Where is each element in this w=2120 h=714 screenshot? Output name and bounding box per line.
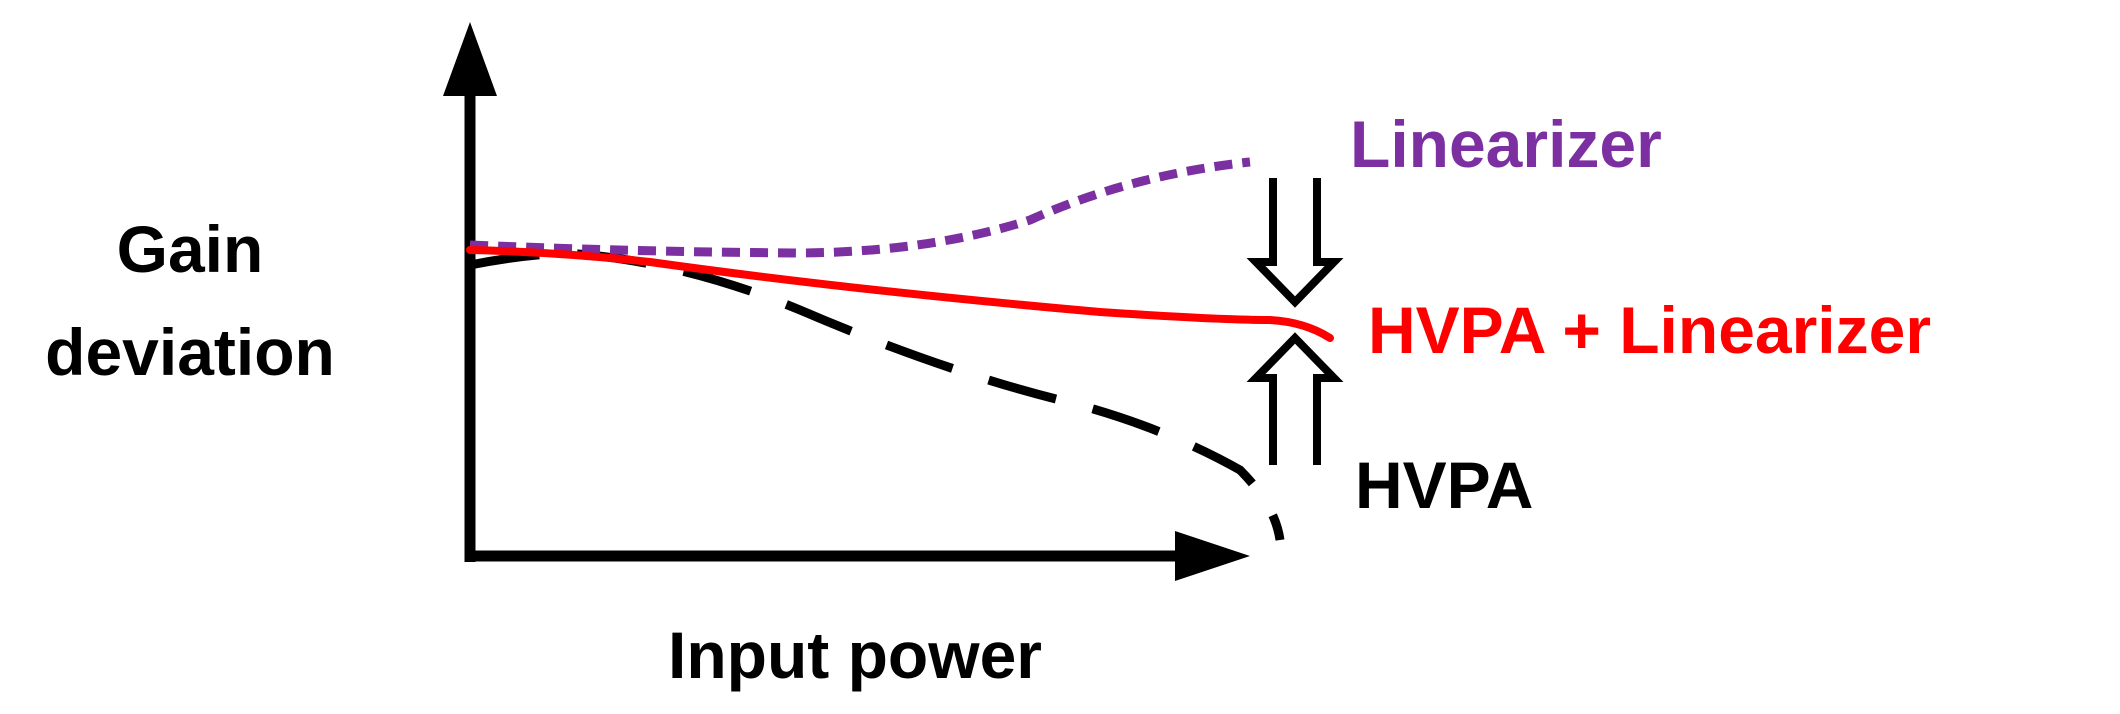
axes <box>443 22 1250 581</box>
y-axis-label-line2: deviation <box>45 315 335 389</box>
down-arrow-icon <box>1246 178 1344 308</box>
up-arrow-icon <box>1246 332 1344 465</box>
combined-label: HVPA + Linearizer <box>1368 293 1931 367</box>
x-axis-arrowhead <box>1175 531 1250 581</box>
hvpa-curve <box>469 248 1285 541</box>
y-axis-label-line1: Gain <box>117 212 264 286</box>
combined-curve <box>466 246 1334 342</box>
y-axis-arrowhead <box>443 22 497 96</box>
linearizer-label: Linearizer <box>1350 107 1662 181</box>
x-axis-label: Input power <box>668 618 1042 692</box>
hvpa-label: HVPA <box>1355 448 1533 522</box>
linearizer-curve <box>469 157 1251 258</box>
